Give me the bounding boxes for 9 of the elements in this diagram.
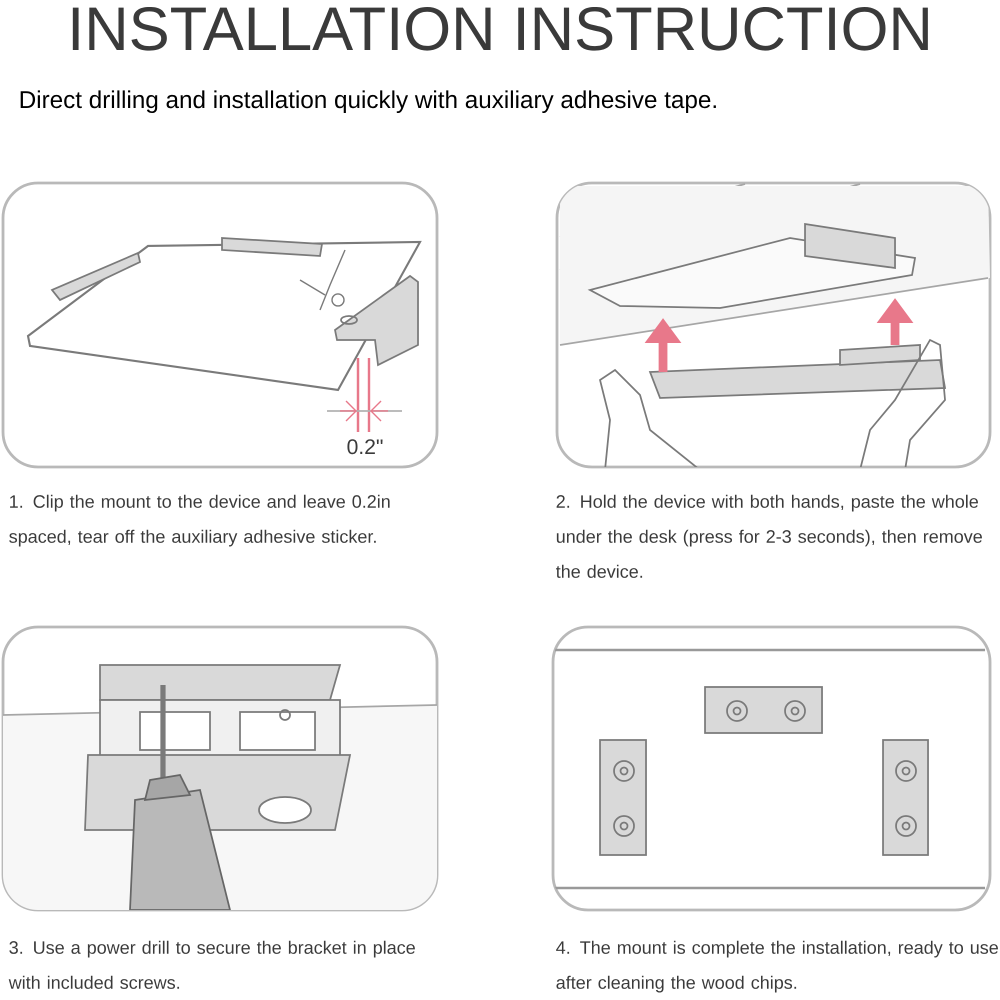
step-caption: 4. The mount is complete the installation, ready to use after cleaning the wood chips. (556, 940, 998, 992)
title: INSTALLATION INSTRUCTION (72, 7, 928, 51)
step-caption: 1. Clip the mount to the device and leave 0.2in spaced, tear off the auxiliary adhesive sticker. (9, 494, 390, 546)
step-caption: 3. Use a power drill to secure the bracket in place with included screws. (8, 940, 415, 989)
picture-panel (552, 626, 992, 912)
dimension-label: 0.2" (347, 439, 383, 454)
step-caption: 2. Hold the device with both hands, paste the whole under the desk (press for 2-3 seconds), then remove the device. (556, 494, 982, 578)
subtitle: Direct drilling and installation quickly with auxiliary adhesive tape. (20, 90, 716, 113)
picture-panel (2, 182, 438, 468)
